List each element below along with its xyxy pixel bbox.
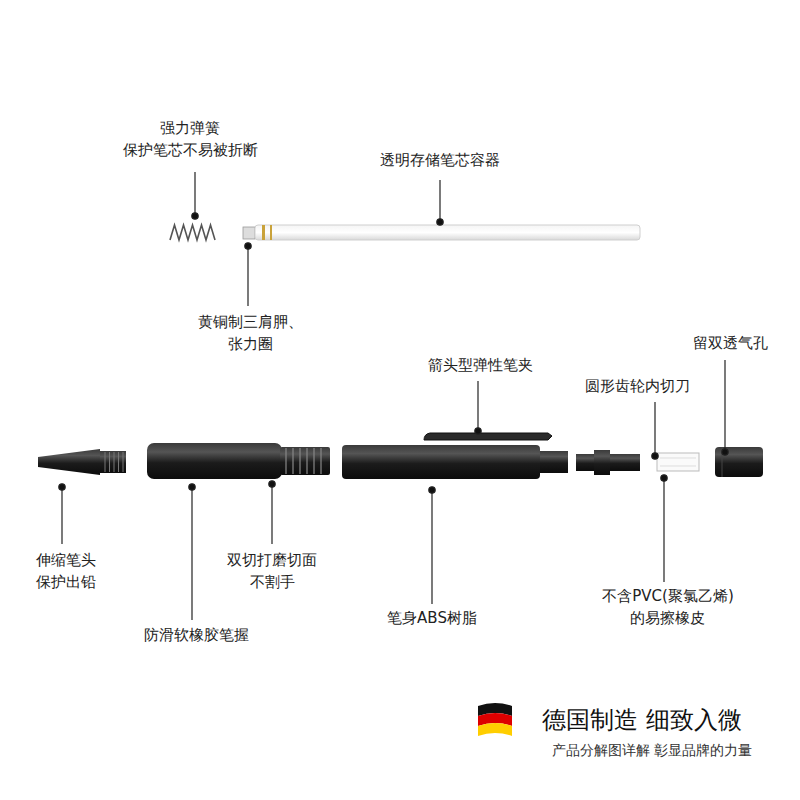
callout-label: 不含PVC(聚氯乙烯) 的易擦橡皮 xyxy=(602,586,733,630)
callout-label: 留双透气孔 xyxy=(693,333,768,355)
callout-label: 双切打磨切面 不割手 xyxy=(227,550,317,594)
callout-label: 笔身ABS树脂 xyxy=(387,608,477,630)
german-flag xyxy=(478,703,512,736)
callout-label: 伸缩笔头 保护出铅 xyxy=(36,550,96,594)
inner-cutter xyxy=(576,450,640,475)
brand-text: 德国制造 细致入微 xyxy=(542,703,742,738)
callout-label: 圆形齿轮内切刀 xyxy=(585,376,690,398)
rubber-grip xyxy=(147,443,330,479)
callout-label: 透明存储笔芯容器 xyxy=(380,150,500,172)
end-cap xyxy=(715,447,763,477)
callout-label: 箭头型弹性笔夹 xyxy=(428,355,533,377)
leader-lines xyxy=(59,172,728,620)
pencil-body xyxy=(342,433,568,479)
brand-text: 产品分解图详解 彰显品牌的力量 xyxy=(552,740,752,760)
retractable-tip xyxy=(38,449,126,475)
callout-label: 防滑软橡胶笔握 xyxy=(144,625,249,647)
spring xyxy=(170,225,215,240)
callout-label: 黄铜制三肩胛、张力圈 xyxy=(198,312,303,356)
lead-container xyxy=(243,225,640,240)
callout-label: 强力弹簧 保护笔芯不易被折断 xyxy=(123,118,258,162)
eraser xyxy=(657,453,699,471)
